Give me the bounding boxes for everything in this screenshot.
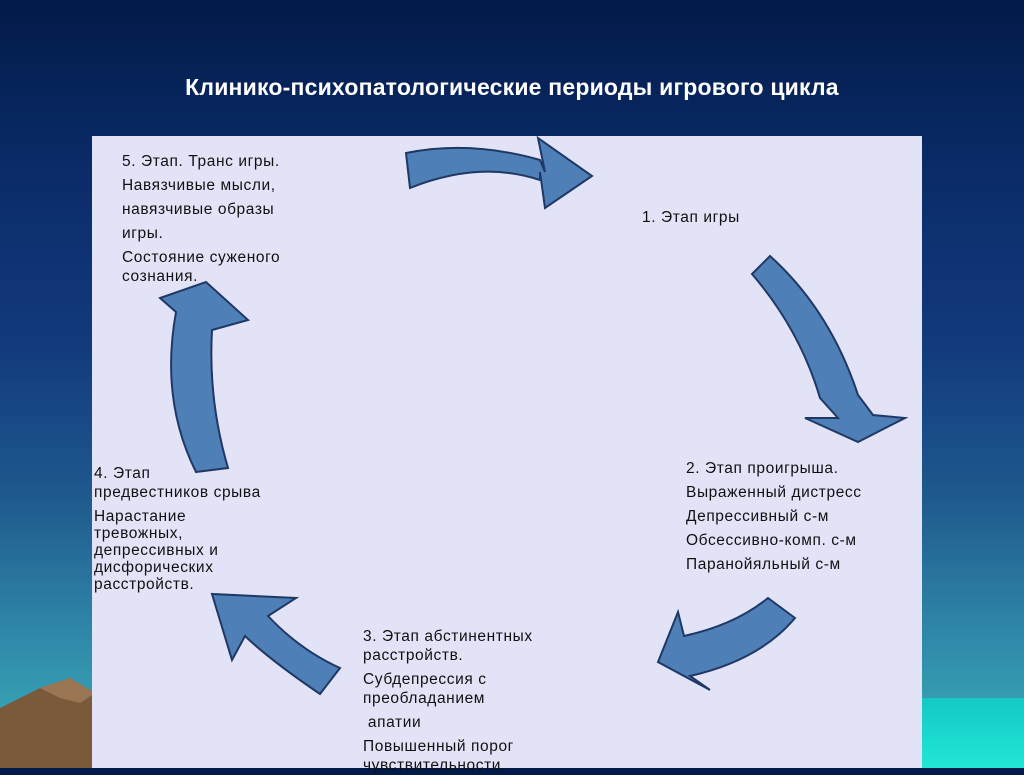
- stage1-line: 1. Этап игры: [642, 209, 740, 226]
- stage5-line: навязчивые образы: [122, 201, 275, 218]
- stage2-line: Выраженный дистресс: [686, 484, 862, 501]
- stage4-line: предвестников срыва: [94, 484, 261, 501]
- stage4-line: 4. Этап: [94, 465, 151, 482]
- stage4-line: депрессивных и: [94, 542, 219, 559]
- stage3-line: расстройств.: [363, 647, 464, 664]
- stage3-line: преобладанием: [363, 690, 486, 707]
- arrow-stage4-to-stage5: [158, 280, 251, 474]
- stage5-line: сознания.: [122, 268, 198, 285]
- stage5-line: Состояние суженого: [122, 249, 281, 266]
- stage4-line: тревожных,: [94, 525, 183, 542]
- stage4-text: 4. Этап предвестников срыва Нарастание т…: [94, 464, 261, 594]
- stage3-line: Повышенный порог: [363, 738, 514, 755]
- stage2-line: Депрессивный с-м: [686, 508, 829, 525]
- slide-title: Клинико-психопатологические периоды игро…: [185, 74, 839, 100]
- stage2-line: Обсессивно-комп. с-м: [686, 532, 857, 549]
- stage5-text: 5. Этап. Транс игры. Навязчивые мысли, н…: [122, 152, 280, 286]
- stage3-line: Субдепрессия с: [363, 671, 487, 688]
- arrow-stage5-to-stage1: [404, 135, 594, 210]
- arrow-stage2-to-stage3: [656, 596, 797, 691]
- stage1-text: 1. Этап игры: [642, 208, 740, 227]
- decorative-strip: [914, 698, 1024, 768]
- stage2-line: 2. Этап проигрыша.: [686, 460, 839, 477]
- stage4-line: Нарастание: [94, 508, 187, 525]
- stage3-line: чувствительности.: [363, 757, 506, 774]
- stage4-line: расстройств.: [94, 576, 195, 593]
- stage5-line: 5. Этап. Транс игры.: [122, 153, 280, 170]
- arrow-stage3-to-stage4: [210, 592, 342, 696]
- stage2-line: Паранойяльный с-м: [686, 556, 841, 573]
- stage5-line: игры.: [122, 225, 164, 242]
- stage3-text: 3. Этап абстинентных расстройств. Субдеп…: [363, 627, 533, 775]
- stage3-line: 3. Этап абстинентных: [363, 628, 533, 645]
- arrow-stage1-to-stage2: [750, 254, 909, 444]
- diagram-panel: [92, 136, 922, 768]
- stage4-line: дисфорических: [94, 559, 214, 576]
- stage5-line: Навязчивые мысли,: [122, 177, 276, 194]
- stage2-text: 2. Этап проигрыша. Выраженный дистресс Д…: [686, 459, 862, 574]
- stage3-line: апатии: [363, 714, 422, 731]
